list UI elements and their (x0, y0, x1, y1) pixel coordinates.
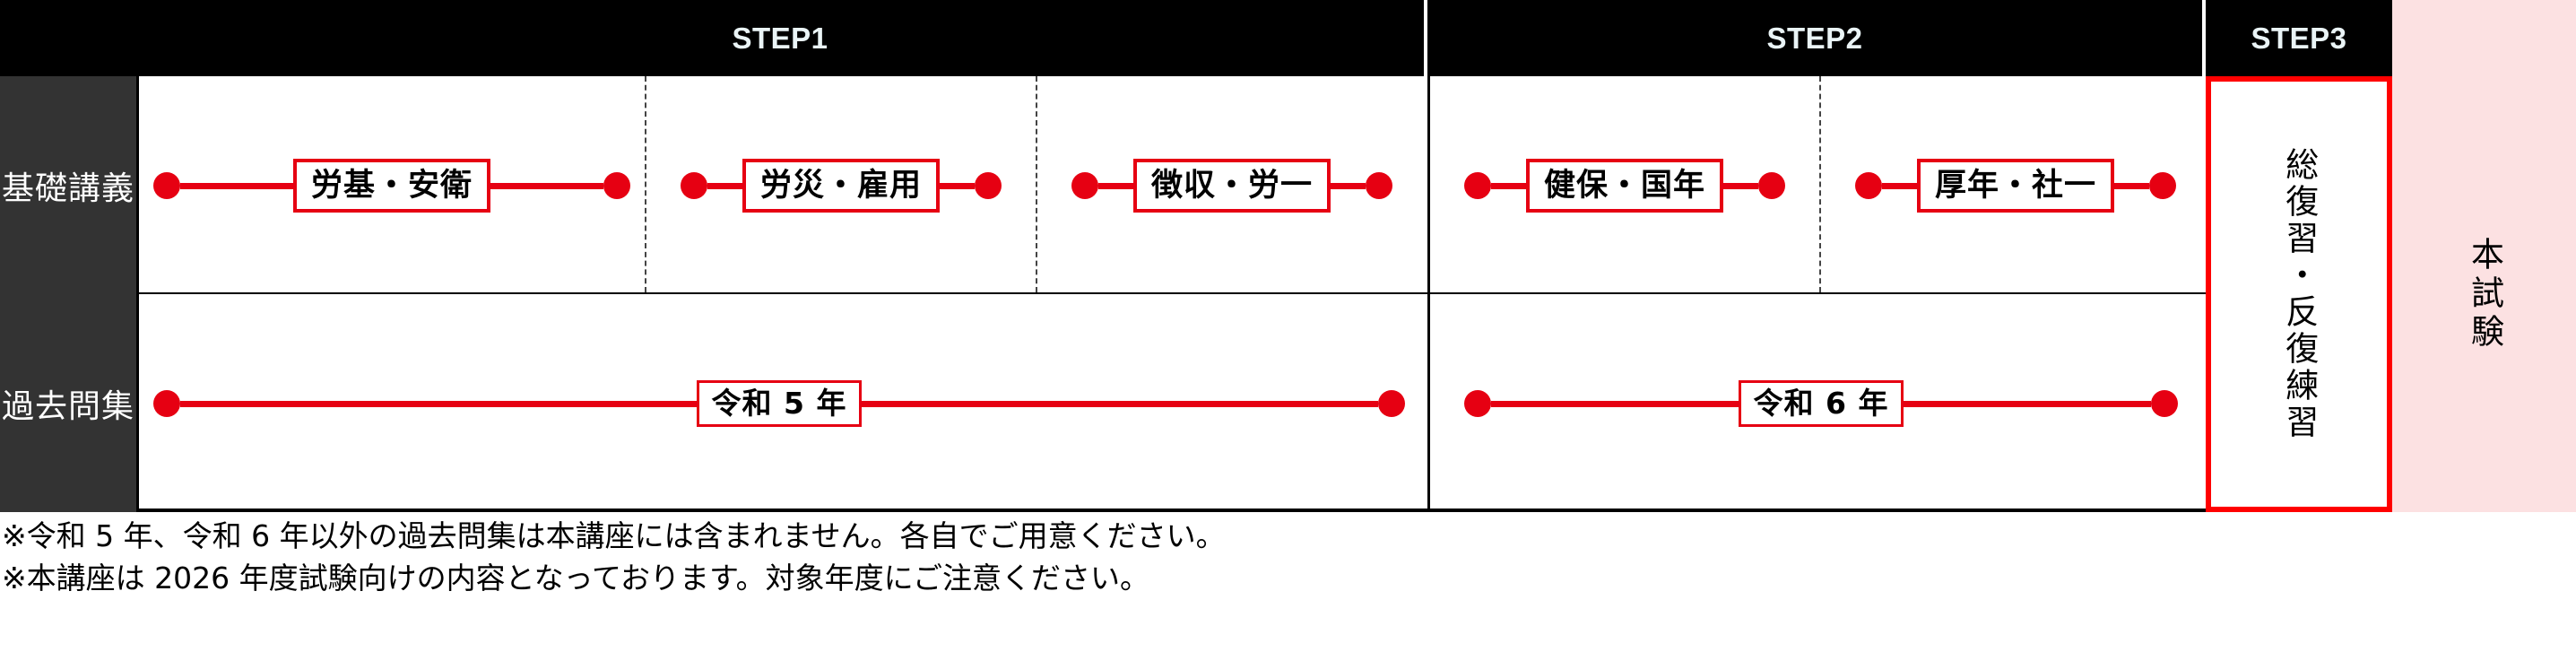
row-label-past-questions: 過去問集 (0, 294, 136, 512)
divider-dotted-1 (645, 76, 646, 292)
timeline-bar-right (1331, 182, 1366, 189)
row-past-questions: 過去問集 令和 5 年 令和 6 年 (0, 294, 2576, 512)
timeline-dot-start (153, 172, 180, 199)
header-step2-cell: STEP2 (1427, 0, 2202, 76)
timeline-bar-right (2114, 182, 2150, 189)
step3-review-label: 総復習・反復練習 (2279, 147, 2319, 441)
segment-kenpo-kokunen[interactable]: 健保・国年 (1464, 158, 1786, 213)
timeline-dot-end (1366, 172, 1393, 199)
segment-reiwa5[interactable]: 令和 5 年 (153, 377, 1406, 430)
divider-step1-step2-row2 (1427, 294, 1430, 509)
timeline-bar-left (1491, 182, 1526, 189)
timeline-dot-end (2151, 390, 2179, 417)
timeline-bar-right (490, 182, 604, 189)
footnote-1: ※令和 5 年、令和 6 年以外の過去問集は本講座には含まれません。各自でご用意… (2, 518, 1226, 553)
timeline-bar-left (1491, 400, 1739, 407)
timeline-dot-start (1855, 172, 1882, 199)
segment-label: 令和 6 年 (1738, 380, 1904, 427)
timeline-dot-start (153, 390, 180, 417)
segment-roki-anei[interactable]: 労基・安衛 (153, 158, 631, 213)
timeline-bar-right (1723, 182, 1759, 189)
segment-label: 令和 5 年 (696, 380, 863, 427)
timeline-bar-left (180, 182, 293, 189)
segment-label: 徴収・労一 (1133, 158, 1331, 213)
row2-body: 令和 5 年 令和 6 年 (136, 294, 2392, 512)
footnote-2: ※本講座は 2026 年度試験向けの内容となっております。対象年度にご注意くださ… (2, 560, 1150, 595)
header-step3-label: STEP3 (2251, 21, 2347, 55)
timeline-bar-right (862, 400, 1379, 407)
header-step2-label: STEP2 (1766, 21, 1863, 55)
timeline-dot-end (975, 172, 1002, 199)
header-step1-cell: STEP1 (136, 0, 1424, 76)
timeline-dot-start (1464, 390, 1491, 417)
timeline-dot-end (1378, 390, 1406, 417)
step3-review-cell[interactable]: 総復習・反復練習 (2206, 76, 2392, 512)
timeline-bar-right (940, 182, 976, 189)
segment-label: 労基・安衛 (293, 158, 491, 213)
divider-dotted-3 (1819, 76, 1821, 292)
header-step1-label: STEP1 (732, 21, 828, 55)
divider-dotted-2 (1036, 76, 1037, 292)
segment-reiwa6[interactable]: 令和 6 年 (1464, 377, 2179, 430)
segment-label: 健保・国年 (1526, 158, 1724, 213)
divider-step1-step2 (1427, 76, 1430, 292)
timeline-dot-start (681, 172, 707, 199)
timeline-bar-left (1882, 182, 1917, 189)
timeline-bar-left (180, 400, 697, 407)
exam-label: 本試験 (2465, 236, 2504, 352)
timeline-dot-start (1071, 172, 1098, 199)
timeline-bar-left (707, 182, 742, 189)
segment-rosai-koyo[interactable]: 労災・雇用 (681, 158, 1002, 213)
header-exam-cell (2392, 0, 2576, 76)
header-step3-cell: STEP3 (2206, 0, 2392, 76)
exam-column: 本試験 (2392, 76, 2576, 512)
timeline-dot-end (603, 172, 631, 199)
segment-label: 労災・雇用 (742, 158, 941, 213)
row-label-basic-lecture: 基礎講義 (0, 76, 136, 294)
timeline-bar-left (1098, 182, 1133, 189)
footnotes: ※令和 5 年、令和 6 年以外の過去問集は本講座には含まれません。各自でご用意… (0, 516, 2576, 600)
header-label-spacer (0, 0, 136, 76)
schedule-grid: STEP1 STEP2 STEP3 基礎講義 労基・安衛 (0, 0, 2576, 512)
timeline-dot-end (1758, 172, 1786, 199)
timeline-dot-start (1464, 172, 1491, 199)
segment-label: 厚年・社一 (1917, 158, 2115, 213)
segment-konen-shaichi[interactable]: 厚年・社一 (1855, 158, 2177, 213)
row-basic-lecture: 基礎講義 労基・安衛 労災・ (0, 76, 2576, 294)
row1-body: 労基・安衛 労災・雇用 徴収・労一 (136, 76, 2392, 294)
segment-choshu-roichi[interactable]: 徴収・労一 (1071, 158, 1393, 213)
timeline-dot-end (2149, 172, 2177, 199)
timeline-bar-right (1904, 400, 2152, 407)
